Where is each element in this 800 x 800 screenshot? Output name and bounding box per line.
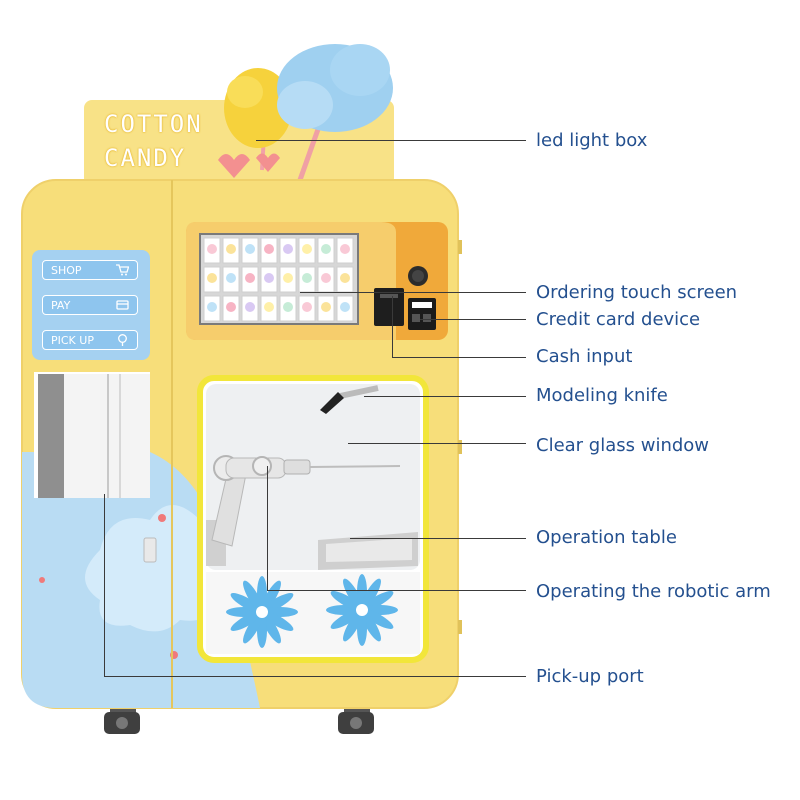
label-credit-card-device: Credit card device — [536, 309, 701, 330]
screen-tile-candy — [207, 302, 217, 312]
flower-center — [256, 606, 268, 618]
callout-line-led — [256, 140, 526, 141]
label-pick-up-port: Pick-up port — [536, 666, 644, 687]
label-operation-table: Operation table — [536, 527, 677, 548]
flower-petal — [361, 578, 381, 611]
screen-tile-candy — [321, 302, 331, 312]
screen-tile-candy — [340, 244, 350, 254]
screen-tile-candy — [340, 302, 350, 312]
operation-table — [318, 532, 418, 570]
callout-line-card — [420, 319, 526, 320]
flower-petal — [330, 591, 363, 611]
screen-tile-candy — [207, 273, 217, 283]
shop-button-label: SHOP — [51, 264, 82, 277]
pick-up-button-label: PICK UP — [51, 334, 94, 347]
flower-petal — [261, 611, 294, 631]
flower-petal — [243, 580, 263, 613]
flower-petal — [361, 609, 394, 629]
flower-petal — [243, 611, 263, 644]
label-clear-glass-window: Clear glass window — [536, 435, 710, 456]
label-robotic-arm: Operating the robotic arm — [536, 581, 771, 602]
screen-tile-candy — [283, 244, 293, 254]
flower-decoration — [226, 576, 298, 648]
screen-tile-candy — [283, 302, 293, 312]
callout-line-cash-v — [392, 296, 393, 358]
screen-tile-candy — [321, 273, 331, 283]
flower-decoration — [326, 574, 398, 646]
flower-petal — [343, 609, 363, 642]
flower-petal — [261, 580, 281, 613]
screen-tile-candy — [226, 244, 236, 254]
screen-tile-candy — [302, 244, 312, 254]
screen-tile-candy — [264, 244, 274, 254]
label-ordering-touch-screen: Ordering touch screen — [536, 282, 738, 303]
callout-line-arm — [267, 590, 526, 591]
callout-line-port — [104, 676, 526, 677]
callout-line-port-v — [104, 494, 105, 676]
callout-line-cash — [392, 357, 526, 358]
screen-tile-candy — [245, 302, 255, 312]
screen-tile-candy — [226, 273, 236, 283]
callout-line-glass — [348, 443, 526, 444]
screen-tile-candy — [302, 273, 312, 283]
callout-line-knife — [364, 396, 526, 397]
card-icon — [116, 300, 129, 310]
flower-petal — [230, 593, 263, 613]
flower-petal — [343, 578, 363, 611]
pick-up-button[interactable]: PICK UP — [42, 330, 138, 350]
label-led-light-box: led light box — [536, 130, 648, 151]
screen-tile-candy — [207, 244, 217, 254]
callout-line-arm-v — [267, 466, 268, 590]
screen-tile-grid — [203, 237, 354, 322]
flower-center — [356, 604, 368, 616]
sign-line-1: COTTON — [104, 110, 203, 138]
sign-line-2: CANDY — [104, 144, 187, 172]
screen-tile-candy — [245, 273, 255, 283]
screen-tile-candy — [226, 302, 236, 312]
screen-tile-candy — [245, 244, 255, 254]
screen-tile-candy — [264, 302, 274, 312]
cotton-candy-icon — [118, 334, 127, 346]
screen-tile-candy — [321, 244, 331, 254]
label-cash-input: Cash input — [536, 346, 633, 367]
screen-tile-candy — [283, 273, 293, 283]
callout-line-screen — [300, 292, 526, 293]
shop-button[interactable]: SHOP — [42, 260, 138, 280]
screen-tile-candy — [264, 273, 274, 283]
robotic-arm — [206, 455, 401, 566]
screen-tile-candy — [340, 273, 350, 283]
cart-icon — [116, 264, 129, 276]
screen-tile-candy — [302, 302, 312, 312]
modeling-knife — [320, 385, 379, 414]
cotton-candy-decoration — [218, 44, 393, 181]
pay-button-label: PAY — [51, 299, 71, 312]
label-modeling-knife: Modeling knife — [536, 385, 668, 406]
callout-line-table — [350, 538, 526, 539]
cash-input-slot — [374, 288, 404, 326]
pay-button[interactable]: PAY — [42, 295, 138, 315]
